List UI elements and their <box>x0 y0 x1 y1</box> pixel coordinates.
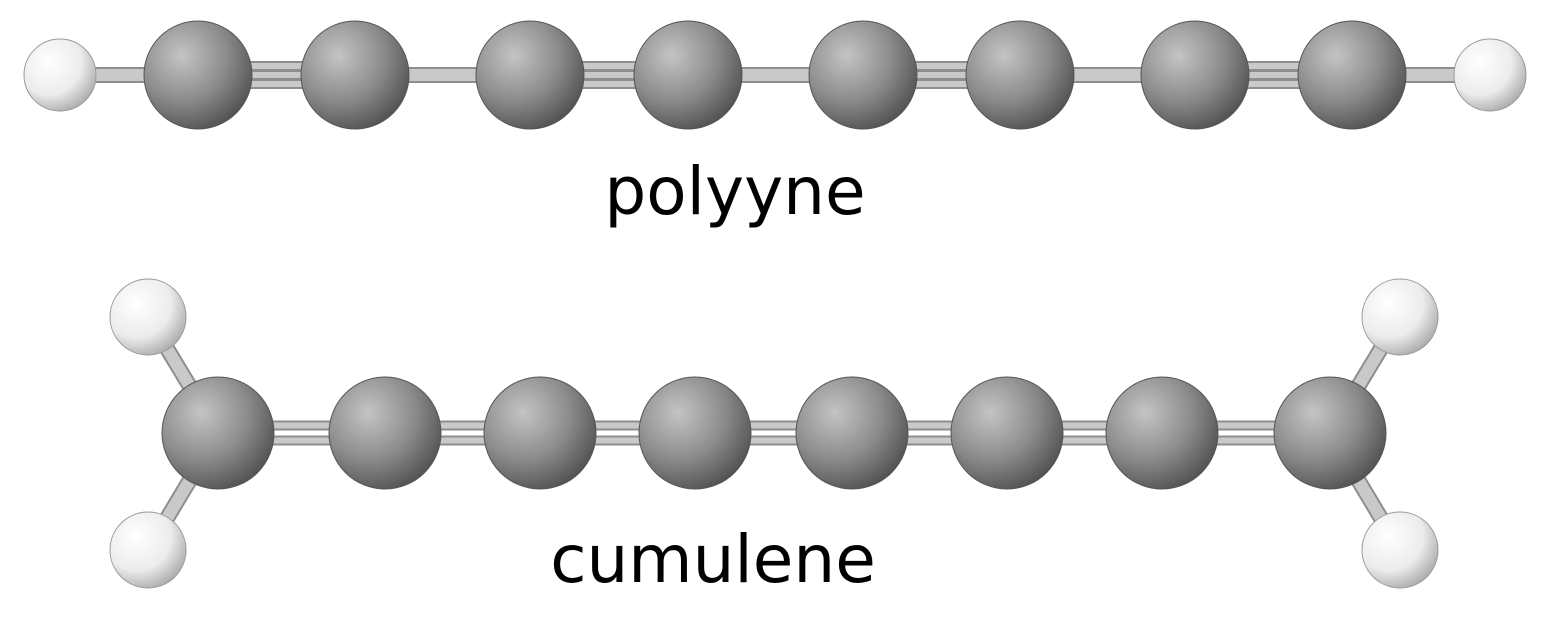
polyyne-atoms <box>23 20 1527 130</box>
polyyne-carbon-atom <box>475 20 585 130</box>
cumulene-hydrogen-atom <box>1361 278 1439 356</box>
polyyne-molecule: polyyne <box>23 20 1527 230</box>
polyyne-carbon-atom <box>633 20 743 130</box>
polyyne-carbon-atom <box>965 20 1075 130</box>
cumulene-hydrogen-atom <box>1361 511 1439 589</box>
cumulene-carbon-atom <box>950 376 1064 490</box>
polyyne-bonds <box>60 61 1490 89</box>
cumulene-carbon-atom <box>1273 376 1387 490</box>
polyyne-label: polyyne <box>604 153 865 230</box>
polyyne-carbon-atom <box>1140 20 1250 130</box>
polyyne-carbon-atom <box>143 20 253 130</box>
polyyne-hydrogen-atom <box>23 38 97 112</box>
cumulene-carbon-atom <box>328 376 442 490</box>
cumulene-hydrogen-atom <box>109 278 187 356</box>
cumulene-carbon-atom <box>483 376 597 490</box>
cumulene-hydrogen-atom <box>109 511 187 589</box>
cumulene-atoms <box>109 278 1439 589</box>
cumulene-carbon-atom <box>1105 376 1219 490</box>
cumulene-molecule: cumulene <box>109 278 1439 598</box>
cumulene-label: cumulene <box>550 521 876 598</box>
polyyne-carbon-atom <box>808 20 918 130</box>
polyyne-carbon-atom <box>1297 20 1407 130</box>
cumulene-carbon-atom <box>638 376 752 490</box>
cumulene-carbon-atom <box>795 376 909 490</box>
cumulene-carbon-atom <box>161 376 275 490</box>
polyyne-hydrogen-atom <box>1453 38 1527 112</box>
polyyne-carbon-atom <box>300 20 410 130</box>
